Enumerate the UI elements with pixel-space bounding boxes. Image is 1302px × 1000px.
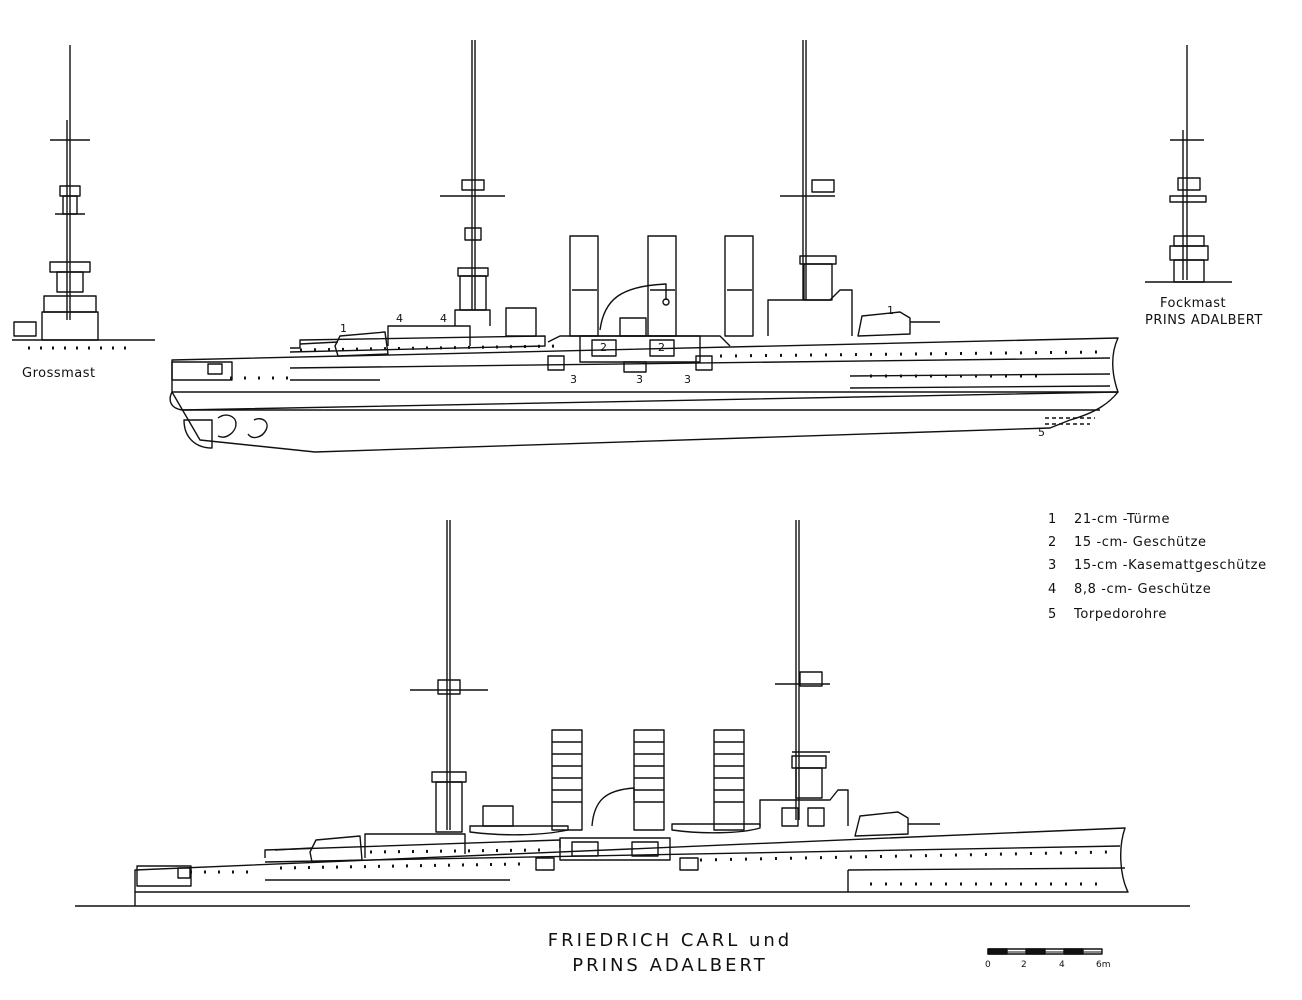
ship-profile-top	[169, 40, 1119, 453]
title-line2: PRINS ADALBERT	[572, 955, 768, 976]
scale-tick: 0	[985, 960, 991, 970]
grossmast-end-view	[12, 45, 155, 350]
callout-torpedo: 5	[1038, 426, 1045, 439]
callout-gun-a: 4	[396, 312, 403, 325]
callout-cas-a: 3	[570, 373, 577, 386]
callout-gun-b: 4	[440, 312, 447, 325]
scale-tick: 2	[1021, 960, 1027, 970]
callout-gun15-b: 2	[658, 341, 665, 354]
fockmast-ship-name: PRINS ADALBERT	[1145, 313, 1263, 328]
fockmast-label: Fockmast	[1160, 296, 1227, 311]
callout-turret-fwd: 1	[887, 304, 894, 317]
scale-bar	[987, 948, 1103, 955]
scale-tick: 6m	[1096, 960, 1111, 970]
callout-cas-c: 3	[684, 373, 691, 386]
ship-profile-bottom	[75, 520, 1190, 907]
fockmast-end-view	[1145, 45, 1232, 283]
callout-gun15-a: 2	[600, 341, 607, 354]
callout-cas-b: 3	[636, 373, 643, 386]
callout-turret-aft: 1	[340, 322, 347, 335]
title-line1: FRIEDRICH CARL und	[547, 930, 793, 951]
scale-tick: 4	[1059, 960, 1065, 970]
grossmast-label: Grossmast	[22, 366, 96, 381]
